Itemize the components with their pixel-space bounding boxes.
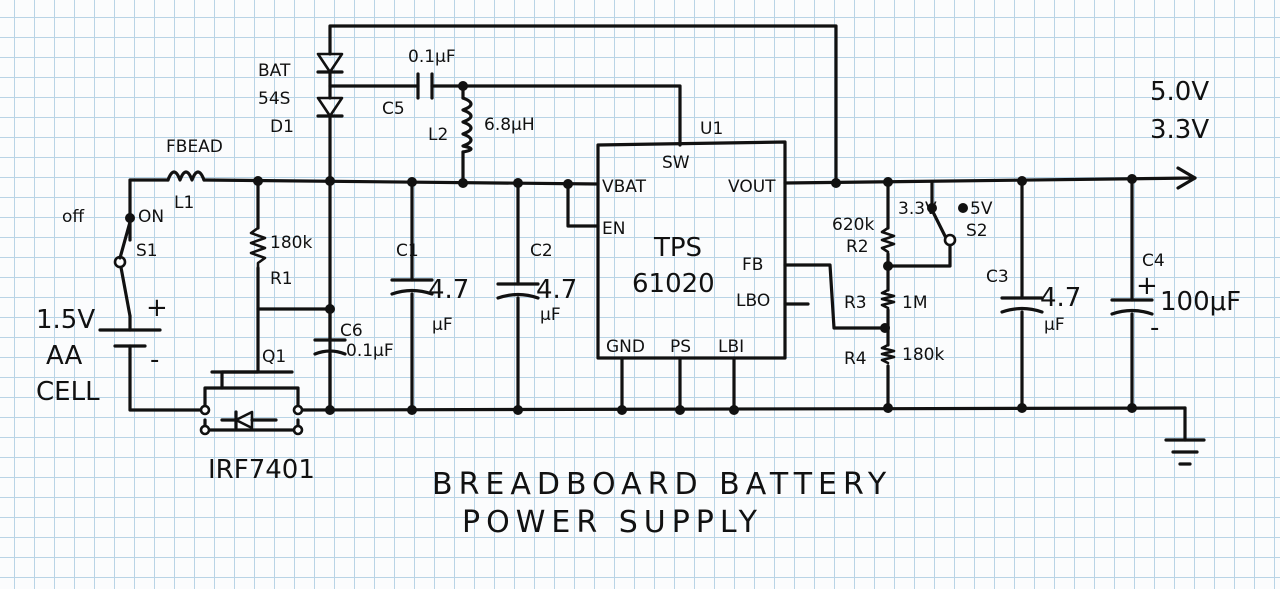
capacitor-c2-symbol <box>496 282 540 300</box>
ic-u1-box <box>596 140 787 360</box>
switch-s2-symbol <box>927 203 968 247</box>
capacitor-c1-symbol <box>390 278 434 296</box>
ferrite-bead-symbol <box>166 170 206 182</box>
diode-ref-label: D1 <box>270 117 294 137</box>
c2-value-line1: 4.7 <box>536 275 577 305</box>
ic-name-line2: 61020 <box>632 269 715 299</box>
r4-ref-label: R4 <box>844 349 867 369</box>
ic-pin-en: EN <box>602 219 625 239</box>
battery-type-line1: AA <box>46 341 83 371</box>
ferrite-value-label: FBEAD <box>166 137 223 157</box>
r4-value-label: 180k <box>902 345 944 365</box>
ic-ref-label: U1 <box>700 119 723 139</box>
capacitor-c3-symbol <box>1000 296 1044 314</box>
q1-ref-label: Q1 <box>262 347 286 367</box>
resistor-r3-symbol <box>880 288 896 310</box>
ic-pin-sw: SW <box>662 153 690 173</box>
c4-minus-label: - <box>1150 313 1159 343</box>
capacitor-c5-symbol <box>416 72 434 100</box>
s2-label-b: 5V <box>970 199 993 219</box>
c1-value-line1: 4.7 <box>428 275 469 305</box>
l2-value-label: 6.8μH <box>484 115 535 135</box>
capacitor-c6-symbol <box>313 338 347 356</box>
inductor-l2-symbol <box>461 96 473 154</box>
output-voltage-5v: 5.0V <box>1150 77 1209 107</box>
r2-value-label: 620k <box>832 215 874 235</box>
s1-off-label: off <box>62 207 85 227</box>
c6-value-label: 0.1μF <box>346 341 394 361</box>
c2-ref-label: C2 <box>530 241 553 261</box>
diode-value-line1: BAT <box>258 61 291 81</box>
wires <box>118 24 1206 466</box>
c3-value-line1: 4.7 <box>1040 283 1081 313</box>
switch-s1-symbol <box>113 213 135 269</box>
c5-value-label: 0.1μF <box>408 47 456 67</box>
ic-pin-ps: PS <box>670 337 691 357</box>
c5-ref-label: C5 <box>382 99 405 119</box>
battery-minus-label: - <box>150 345 159 375</box>
output-voltage-3v3: 3.3V <box>1150 115 1209 145</box>
r1-ref-label: R1 <box>270 269 293 289</box>
ic-pin-gnd: GND <box>606 337 645 357</box>
q1-part-label: IRF7401 <box>208 455 315 485</box>
ic-pin-fb: FB <box>742 255 763 275</box>
c4-ref-label: C4 <box>1142 251 1165 271</box>
c1-value-line2: μF <box>432 315 453 335</box>
s1-ref-label: S1 <box>136 241 158 261</box>
ic-pin-lbi: LBI <box>718 337 744 357</box>
title-line-1: BREADBOARD BATTERY <box>432 467 892 502</box>
c3-value-line2: μF <box>1044 315 1065 335</box>
c4-value-label: 100μF <box>1160 287 1241 317</box>
s2-label-a: 3.3V <box>898 199 937 219</box>
mosfet-q1-body-diode <box>220 410 278 430</box>
r2-ref-label: R2 <box>846 237 869 257</box>
battery-plus-label: + <box>146 293 168 323</box>
c3-ref-label: C3 <box>986 267 1009 287</box>
r3-value-label: 1M <box>902 293 927 313</box>
s1-on-label: ON <box>138 207 164 227</box>
c2-value-line2: μF <box>540 305 561 325</box>
ic-name-line1: TPS <box>653 233 702 263</box>
l2-ref-label: L2 <box>428 125 448 145</box>
ic-pin-vbat: VBAT <box>602 177 647 197</box>
junction-dots <box>199 81 1137 436</box>
ferrite-ref-label: L1 <box>174 193 194 213</box>
r3-ref-label: R3 <box>844 293 867 313</box>
resistor-r1-symbol <box>249 226 267 270</box>
diode-d1-symbol <box>316 52 344 118</box>
c6-ref-label: C6 <box>340 321 363 341</box>
s2-ref-label: S2 <box>966 221 988 241</box>
c4-plus-label: + <box>1136 271 1158 301</box>
resistor-r4-symbol <box>880 343 896 365</box>
r1-value-label: 180k <box>270 233 312 253</box>
battery-voltage-label: 1.5V <box>36 305 95 335</box>
resistor-r2-symbol <box>880 226 896 254</box>
battery-symbol <box>98 314 162 356</box>
diode-value-line2: 54S <box>258 89 290 109</box>
battery-type-line2: CELL <box>36 377 100 407</box>
ic-pin-vout: VOUT <box>728 177 776 197</box>
c1-ref-label: C1 <box>396 241 419 261</box>
ic-pin-lbo: LBO <box>736 291 770 311</box>
title-line-2: POWER SUPPLY <box>462 505 763 540</box>
capacitor-c4-symbol <box>1110 298 1154 316</box>
